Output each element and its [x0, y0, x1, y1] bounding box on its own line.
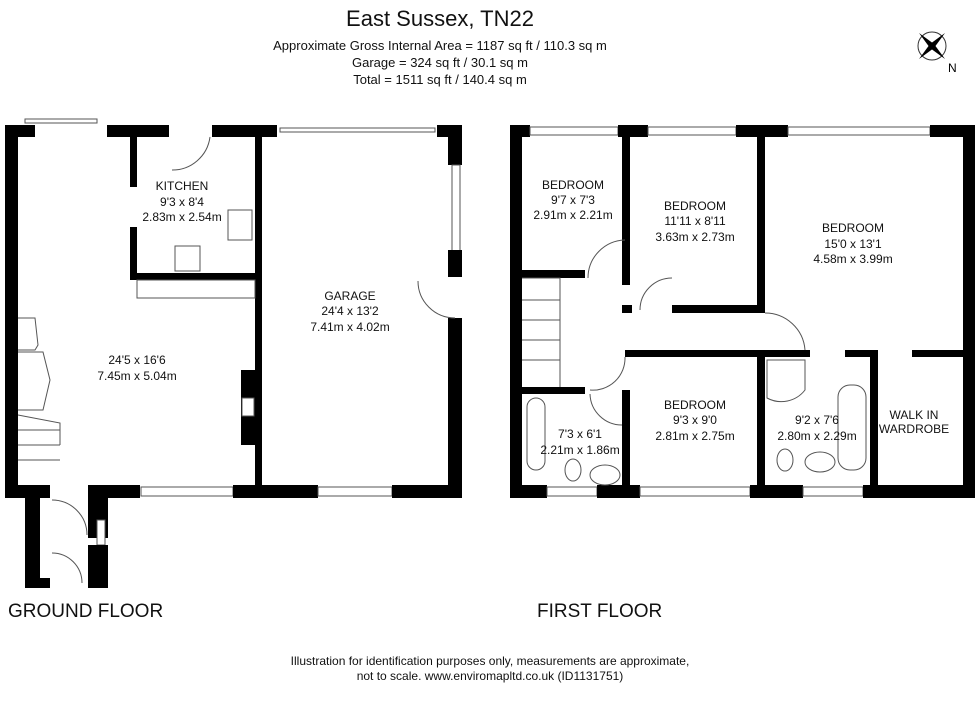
room-name: KITCHEN [156, 179, 209, 193]
room-ensuite: 9'2 x 7'6 2.80m x 2.29m [777, 413, 856, 443]
first-floor-label: FIRST FLOOR [537, 601, 663, 622]
room-imperial: 9'3 x 9'0 [673, 413, 717, 427]
total-area: Total = 1511 sq ft / 140.4 sq m [353, 72, 527, 87]
room-metric: 3.63m x 2.73m [655, 230, 734, 244]
room-kitchen: KITCHEN 9'3 x 8'4 2.83m x 2.54m [142, 179, 221, 224]
room-imperial: 24'5 x 16'6 [108, 353, 166, 367]
room-imperial: 15'0 x 13'1 [824, 237, 882, 251]
first-floor-walls [510, 125, 975, 498]
compass-north-label: N [948, 61, 957, 75]
room-metric: 2.83m x 2.54m [142, 210, 221, 224]
room-bedroom-3: BEDROOM 15'0 x 13'1 4.58m x 3.99m [813, 221, 892, 266]
room-name: BEDROOM [822, 221, 884, 235]
room-metric: 7.41m x 4.02m [310, 320, 389, 334]
ground-floor-label: GROUND FLOOR [8, 601, 164, 622]
room-imperial: 9'7 x 7'3 [551, 193, 595, 207]
plan-title: East Sussex, TN22 [346, 6, 534, 31]
compass-icon: N [917, 31, 957, 75]
room-bedroom-2: BEDROOM 11'11 x 8'11 3.63m x 2.73m [655, 199, 734, 244]
room-bathroom: 7'3 x 6'1 2.21m x 1.86m [540, 427, 619, 457]
room-name-line2: WARDROBE [879, 422, 949, 436]
room-metric: 2.91m x 2.21m [533, 208, 612, 222]
room-bedroom-4: BEDROOM 9'3 x 9'0 2.81m x 2.75m [655, 398, 734, 443]
room-imperial: 24'4 x 13'2 [321, 304, 379, 318]
ground-floor-walls [5, 118, 462, 588]
room-metric: 2.81m x 2.75m [655, 429, 734, 443]
room-living: 24'5 x 16'6 7.45m x 5.04m [97, 353, 176, 383]
room-metric: 7.45m x 5.04m [97, 369, 176, 383]
room-name-line1: WALK IN [890, 408, 939, 422]
room-metric: 2.21m x 1.86m [540, 443, 619, 457]
room-imperial: 7'3 x 6'1 [558, 427, 602, 441]
room-name: BEDROOM [664, 398, 726, 412]
room-garage: GARAGE 24'4 x 13'2 7.41m x 4.02m [310, 289, 389, 334]
gross-area: Approximate Gross Internal Area = 1187 s… [273, 38, 607, 53]
room-metric: 2.80m x 2.29m [777, 429, 856, 443]
room-imperial: 9'3 x 8'4 [160, 195, 204, 209]
room-metric: 4.58m x 3.99m [813, 252, 892, 266]
room-name: BEDROOM [664, 199, 726, 213]
room-walk-in-wardrobe: WALK IN WARDROBE [879, 408, 949, 436]
room-imperial: 9'2 x 7'6 [795, 413, 839, 427]
disclaimer-line1: Illustration for identification purposes… [290, 654, 690, 668]
garage-area: Garage = 324 sq ft / 30.1 sq m [352, 55, 528, 70]
room-name: BEDROOM [542, 178, 604, 192]
room-name: GARAGE [324, 289, 375, 303]
disclaimer-line2: not to scale. www.enviromapltd.co.uk (ID… [356, 669, 624, 683]
room-imperial: 11'11 x 8'11 [664, 214, 726, 228]
room-bedroom-1: BEDROOM 9'7 x 7'3 2.91m x 2.21m [533, 178, 612, 222]
disclaimer: Illustration for identification purposes… [0, 654, 980, 684]
